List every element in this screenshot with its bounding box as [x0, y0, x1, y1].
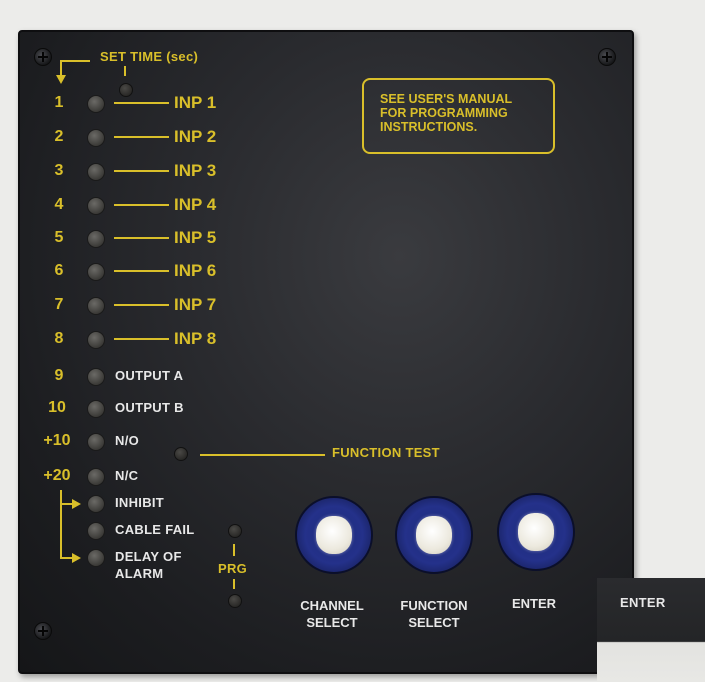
notice-line: SEE USER'S MANUAL — [380, 92, 513, 106]
delay-label-line2: ALARM — [115, 566, 164, 581]
button-label-line: SELECT — [306, 615, 358, 630]
status-label: OUTPUT A — [115, 368, 184, 383]
indicator-led — [87, 400, 105, 418]
indicator-led — [87, 95, 105, 113]
indicator-led — [87, 549, 105, 567]
set-time-bracket — [60, 60, 90, 62]
indicator-led — [87, 368, 105, 386]
set-time-label: SET TIME (sec) — [100, 49, 199, 64]
button-label-line: ENTER — [511, 596, 557, 611]
row-number: 1 — [54, 94, 64, 111]
indicator-led — [87, 433, 105, 451]
indicator-led — [87, 297, 105, 315]
row-number: +10 — [43, 432, 71, 449]
screw-icon — [34, 622, 52, 640]
input-line — [114, 338, 169, 340]
function-test-led — [174, 447, 188, 461]
enter-label: ENTER — [484, 595, 584, 612]
row-number: 8 — [54, 330, 64, 347]
channel-select-label: CHANNEL SELECT — [282, 597, 382, 631]
status-label: CABLE FAIL — [115, 522, 195, 537]
row-number: 3 — [54, 162, 64, 179]
delay-bracket — [60, 557, 74, 559]
row-number: 10 — [48, 399, 66, 416]
row-number: 2 — [54, 128, 64, 145]
inset-enter-label: ENTER — [620, 595, 666, 610]
input-label: INP 2 — [174, 127, 217, 146]
prg-line — [233, 579, 235, 589]
input-label: INP 3 — [174, 161, 217, 180]
arrow-down-icon — [56, 75, 66, 84]
screw-icon — [598, 48, 616, 66]
notice-line: INSTRUCTIONS. — [380, 120, 478, 134]
indicator-led — [87, 522, 105, 540]
status-label: DELAY OF — [115, 549, 182, 564]
input-line — [114, 237, 169, 239]
set-time-tick — [124, 66, 126, 76]
input-label: INP 8 — [174, 329, 217, 348]
row-number: 4 — [54, 196, 64, 213]
row-number: +20 — [43, 467, 71, 484]
inhibit-bracket — [60, 503, 74, 505]
input-label: INP 6 — [174, 261, 217, 280]
indicator-led — [87, 495, 105, 513]
enter-button[interactable] — [497, 493, 575, 571]
manual-notice: SEE USER'S MANUAL FOR PROGRAMMING INSTRU… — [362, 78, 555, 154]
set-time-led — [119, 83, 133, 97]
arrow-right-icon — [72, 499, 81, 509]
status-label: OUTPUT B — [115, 400, 184, 415]
input-label: INP 7 — [174, 295, 217, 314]
screw-icon — [34, 48, 52, 66]
function-test-line — [200, 454, 325, 456]
button-cap — [518, 513, 554, 551]
input-label: INP 1 — [174, 93, 217, 112]
row-number: 9 — [54, 367, 64, 384]
function-test-label: FUNCTION TEST — [332, 445, 440, 460]
input-line — [114, 304, 169, 306]
input-line — [114, 170, 169, 172]
row-number: 6 — [54, 262, 64, 279]
notice-line: FOR PROGRAMMING — [380, 106, 508, 120]
prg-led — [228, 594, 242, 608]
button-label-line: SELECT — [408, 615, 460, 630]
input-label: INP 5 — [174, 228, 217, 247]
row-number: 5 — [54, 229, 64, 246]
status-label: INHIBIT — [115, 495, 165, 510]
indicator-led — [87, 129, 105, 147]
indicator-led — [87, 263, 105, 281]
input-line — [114, 136, 169, 138]
status-label: N/O — [115, 433, 140, 448]
indicator-led — [87, 163, 105, 181]
channel-select-button[interactable] — [295, 496, 373, 574]
indicator-led — [87, 331, 105, 349]
input-line — [114, 102, 169, 104]
button-label-line: FUNCTION — [400, 598, 468, 613]
function-select-button[interactable] — [395, 496, 473, 574]
indicator-led — [87, 197, 105, 215]
input-label: INP 4 — [174, 195, 217, 214]
enter-detail-inset: ENTER — [597, 578, 705, 682]
button-label-line: CHANNEL — [300, 598, 364, 613]
button-cap — [316, 516, 352, 554]
prg-line — [233, 544, 235, 556]
function-select-label: FUNCTION SELECT — [384, 597, 484, 631]
button-cap — [416, 516, 452, 554]
prg-label: PRG — [218, 561, 248, 576]
input-line — [114, 270, 169, 272]
inhibit-bracket — [60, 490, 62, 558]
set-time-bracket — [60, 62, 62, 76]
prg-top-led — [228, 524, 242, 538]
arrow-right-icon — [72, 553, 81, 563]
indicator-led — [87, 230, 105, 248]
input-line — [114, 204, 169, 206]
status-label: N/C — [115, 468, 139, 483]
row-number: 7 — [54, 296, 64, 313]
indicator-led — [87, 468, 105, 486]
